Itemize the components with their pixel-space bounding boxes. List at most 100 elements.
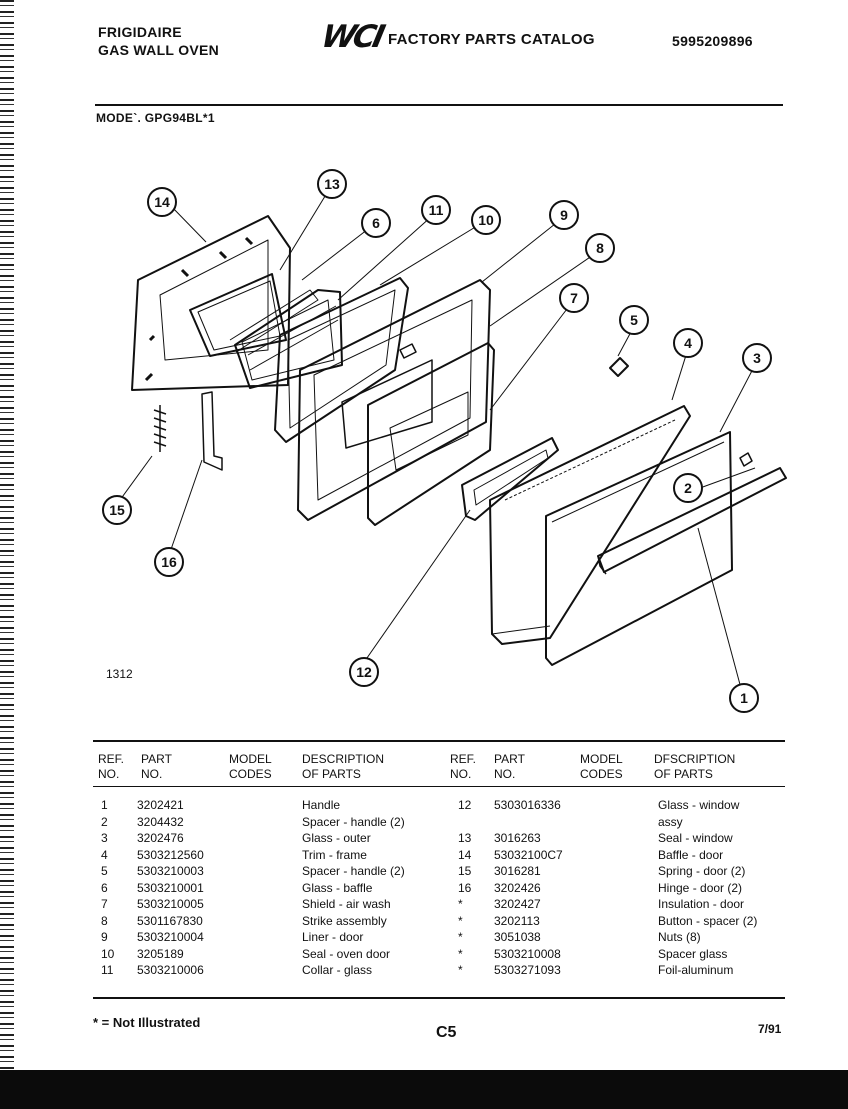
- part-row-part: 3202426: [494, 880, 541, 895]
- brand-name: FRIGIDAIRE: [98, 24, 182, 40]
- callout-1: [729, 683, 759, 713]
- callout-5: [619, 305, 649, 335]
- svg-text:3: 3: [753, 350, 761, 366]
- part-baffle-door: [131, 215, 291, 391]
- part-row-part: 5303210001: [137, 880, 204, 895]
- col-model-codes: MODEL CODES: [229, 752, 272, 781]
- part-row-desc: Spring - door (2): [658, 864, 746, 878]
- part-row-part: 3204432: [137, 814, 184, 829]
- svg-text:7: 7: [570, 290, 578, 306]
- callout-leaders: [119, 187, 756, 693]
- col-part-no-right: PART NO.: [494, 752, 525, 781]
- part-row-ref: 7: [101, 897, 108, 911]
- part-row-part: 3205189: [137, 946, 184, 961]
- part-row-desc: Glass - outer: [302, 831, 371, 845]
- catalog-number: 5995209896: [672, 33, 753, 49]
- callout-3: [742, 343, 772, 373]
- part-row-desc: Spacer - handle (2): [302, 864, 405, 878]
- model-line: MODE`. GPG94BL*1: [96, 111, 215, 125]
- table-top-rule: [93, 740, 785, 742]
- svg-text:10: 10: [478, 212, 494, 228]
- part-row-part: 5303212560: [137, 847, 204, 862]
- callout-6: [361, 208, 391, 238]
- part-row-desc: Glass - window: [658, 798, 740, 812]
- part-row-part: 5303271093: [494, 963, 561, 977]
- part-row-desc: Liner - door: [302, 930, 364, 944]
- exploded-door-diagram: 14 13 6 11 10 9 8 7 5 4 3 2 1 12 15 16: [102, 169, 787, 713]
- part-row-ref: 14: [458, 847, 472, 862]
- part-row-part: 5301167830: [137, 913, 203, 928]
- part-liner-door: [297, 279, 491, 521]
- part-row-desc: Trim - frame: [302, 847, 367, 862]
- col-part-no: PART NO.: [141, 752, 172, 781]
- callout-4: [673, 328, 703, 358]
- part-row-ref: 12: [458, 798, 472, 812]
- col-description: DESCRIPTION OF PARTS: [302, 752, 385, 781]
- table-bottom-rule: [93, 997, 785, 999]
- part-trim-frame: [489, 405, 691, 645]
- svg-text:16: 16: [161, 554, 177, 570]
- col-model-codes-right: MODEL CODES: [580, 752, 623, 781]
- part-window-glass: [189, 273, 319, 357]
- catalog-title: FACTORY PARTS CATALOG: [388, 31, 595, 48]
- part-row-ref: *: [458, 913, 463, 928]
- part-row-ref: 3: [101, 831, 108, 845]
- part-row-ref: 1: [101, 798, 108, 812]
- part-row-part: 5303210008: [494, 946, 561, 961]
- part-row-ref: 11: [101, 963, 114, 977]
- part-seal-oven-door: [274, 277, 409, 443]
- product-name: GAS WALL OVEN: [98, 42, 220, 58]
- svg-text:15: 15: [109, 502, 125, 518]
- part-row-part: 5303210006: [137, 963, 204, 977]
- callout-10: [471, 205, 501, 235]
- footnote: * = Not Illustrated: [93, 1015, 201, 1030]
- part-shield-air-wash: [367, 342, 495, 526]
- part-row-desc: Collar - glass: [302, 963, 373, 977]
- part-row-part: 3202113: [494, 913, 540, 928]
- part-collar-glass: [234, 289, 343, 389]
- svg-text:1: 1: [740, 690, 748, 706]
- part-row-part: 3016263: [494, 831, 541, 845]
- callout-16: [154, 547, 184, 577]
- part-spring-door: [153, 405, 167, 452]
- part-row-ref: 10: [101, 946, 115, 961]
- callout-11: [421, 195, 451, 225]
- part-row-desc: Strike assembly: [302, 913, 387, 928]
- part-row-part: 3202421: [137, 798, 184, 812]
- svg-text:13: 13: [324, 176, 340, 192]
- part-row-ref: 2: [101, 814, 108, 829]
- callout-13: [317, 169, 347, 199]
- svg-text:4: 4: [684, 335, 692, 351]
- svg-text:14: 14: [154, 194, 170, 210]
- part-row-ref: 16: [458, 880, 472, 895]
- part-row-ref: 8: [101, 913, 108, 928]
- svg-text:6: 6: [372, 215, 380, 231]
- part-row-desc: Handle: [302, 798, 341, 812]
- callout-14: [147, 187, 177, 217]
- svg-text:12: 12: [356, 664, 372, 680]
- col-ref-no-right: REF. NO.: [450, 752, 477, 781]
- part-row-part: 3016281: [494, 864, 541, 878]
- part-row-ref: *: [458, 897, 463, 911]
- callout-7: [559, 283, 589, 313]
- part-row-ref: *: [458, 963, 463, 977]
- page-code: C5: [436, 1024, 457, 1041]
- callout-2: [673, 473, 703, 503]
- part-row-desc: Baffle - door: [658, 847, 724, 862]
- col-ref-no: REF. NO.: [98, 752, 125, 781]
- part-row-desc: Spacer - handle (2): [302, 814, 405, 829]
- callout-15: [102, 495, 132, 525]
- part-row-part: 5303210003: [137, 864, 204, 878]
- part-row-part: 53032100C7: [494, 847, 563, 862]
- print-date: 7/91: [758, 1022, 782, 1036]
- part-row-ref: *: [458, 930, 463, 944]
- part-hinge-door: [201, 391, 223, 471]
- svg-text:8: 8: [596, 240, 604, 256]
- part-glass-outer: [545, 431, 733, 666]
- part-row-desc: Seal - oven door: [302, 946, 391, 961]
- table-header-rule: [93, 786, 785, 787]
- part-row-desc: Foil-aluminum: [658, 963, 734, 977]
- part-row-desc: Seal - window: [658, 831, 733, 845]
- part-row-ref: 4: [101, 847, 108, 862]
- part-handle: [597, 452, 787, 575]
